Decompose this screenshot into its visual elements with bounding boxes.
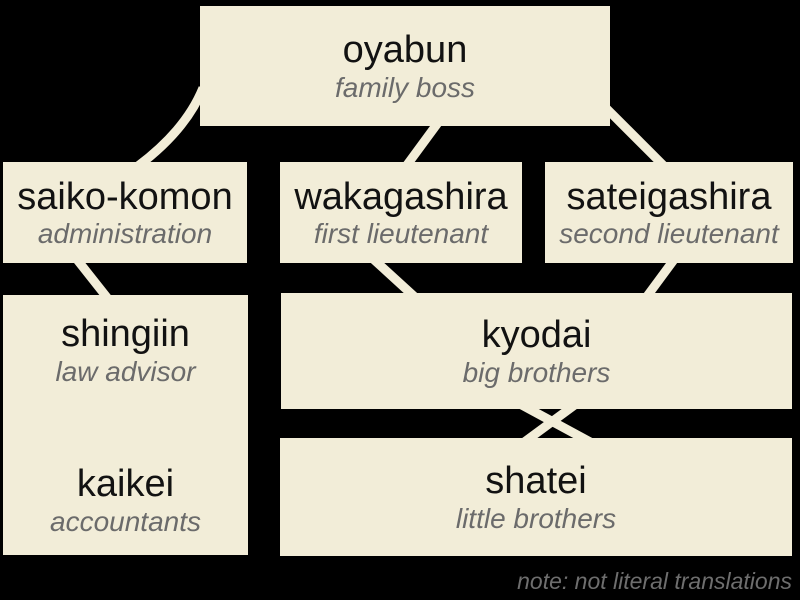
connector-oyabun-saiko-komon [135,86,208,170]
box-shatei: shatei little brothers [280,438,792,556]
box-shingiin-kaikei: shingiin law advisor kaikei accountants [3,295,248,555]
connector-saiko-komon-shingiin [71,254,113,303]
box-shingiin-translation: law advisor [55,355,196,387]
box-oyabun-title: oyabun [342,29,468,72]
box-sateigashira-translation: second lieutenant [559,218,779,250]
box-saiko-komon-translation: administration [37,218,213,250]
box-kyodai-translation: big brothers [462,356,611,388]
box-saiko-komon: saiko-komon administration [3,162,247,263]
box-shingiin-title: shingiin [61,313,190,355]
connector-oyabun-wakagashira [400,117,444,172]
box-oyabun: oyabun family boss [200,6,610,126]
box-wakagashira-title: wakagashira [294,175,508,218]
box-sateigashira: sateigashira second lieutenant [545,162,793,263]
footnote: note: not literal translations [517,568,792,594]
box-kaikei-translation: accountants [50,505,201,537]
group-shingiin: shingiin law advisor [55,313,195,387]
box-sateigashira-title: sateigashira [566,175,772,218]
connector-wakagashira-kyodai [367,253,421,303]
box-saiko-komon-title: saiko-komon [17,175,233,218]
box-shatei-title: shatei [485,460,587,503]
box-wakagashira-translation: first lieutenant [313,218,489,250]
box-kaikei-title: kaikei [76,463,175,506]
group-kaikei: kaikei accountants [50,463,201,537]
connector-oyabun-sateigashira [596,98,670,172]
connector-sateigashira-kyodai [641,254,680,302]
connector-kyodai-shatei-cross-b [520,400,579,447]
box-kyodai-title: kyodai [481,314,592,357]
box-shatei-translation: little brothers [455,502,617,534]
box-oyabun-translation: family boss [334,71,476,103]
box-wakagashira: wakagashira first lieutenant [280,162,522,263]
box-kyodai: kyodai big brothers [281,293,792,409]
